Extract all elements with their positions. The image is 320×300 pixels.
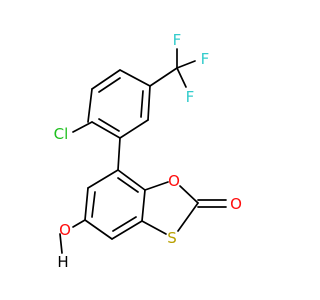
bond-double-inner xyxy=(98,77,121,93)
bond-single xyxy=(149,67,178,87)
bond-single xyxy=(176,60,196,69)
fluorine-atom-1: F xyxy=(173,31,182,49)
atom-labels: F F F Cl O O S O H xyxy=(54,31,242,271)
bond-single xyxy=(87,88,93,123)
sulfur-atom: S xyxy=(167,229,177,247)
bond-single xyxy=(179,185,199,204)
bond-single xyxy=(84,187,89,221)
carbonyl-oxygen-atom: O xyxy=(230,195,242,213)
molecule-structure: F F F Cl O O S O H xyxy=(54,31,242,271)
ring-oxygen-atom: O xyxy=(168,172,180,190)
bond-double-inner xyxy=(98,118,120,132)
bond-double-inner xyxy=(140,90,144,118)
bond-single xyxy=(117,169,146,191)
bonds xyxy=(59,48,227,254)
chlorine-atom: Cl xyxy=(54,125,69,143)
bond-single xyxy=(147,85,151,121)
bond-single xyxy=(59,233,63,254)
bond-single xyxy=(84,219,113,240)
bond-single xyxy=(87,169,119,189)
bond-single xyxy=(72,121,93,133)
bond-single xyxy=(91,121,121,139)
bond-single xyxy=(141,220,167,235)
fluorine-atom-3: F xyxy=(186,88,195,106)
hydroxyl-hydrogen-atom: H xyxy=(57,253,68,271)
bond-double-inner xyxy=(112,216,137,232)
hydroxyl-oxygen-atom: O xyxy=(59,221,71,239)
bond-single xyxy=(72,219,86,228)
bond-double-inner xyxy=(117,177,139,193)
bond-single xyxy=(177,202,199,232)
bond-single xyxy=(111,220,143,240)
bond-single xyxy=(91,69,121,90)
fluorine-atom-2: F xyxy=(201,50,210,68)
bond-single xyxy=(117,137,121,171)
bond-single xyxy=(119,69,151,87)
bond-double-inner xyxy=(91,191,96,218)
bond-single xyxy=(144,181,169,191)
bond-single xyxy=(176,67,187,88)
bond-single xyxy=(141,189,146,222)
bond-single xyxy=(119,119,149,139)
